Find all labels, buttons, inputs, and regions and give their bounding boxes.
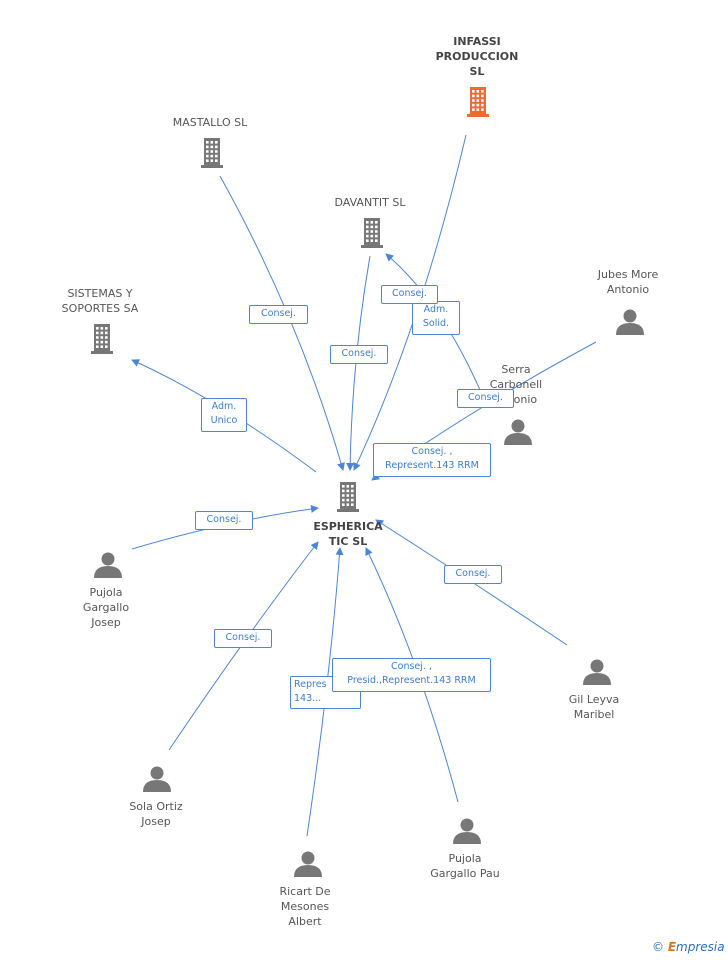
building-icon-sistemas[interactable] [91, 324, 113, 354]
edge-label-mastallo[interactable]: Consej. [249, 305, 308, 324]
node-sistemas-label[interactable]: SISTEMAS Y SOPORTES SA [61, 287, 139, 315]
node-jubes-label[interactable]: Jubes More Antonio [597, 268, 659, 296]
person-icon-sola[interactable] [143, 766, 171, 793]
brand-logo-letter: E [667, 940, 677, 954]
building-icon-davantit[interactable] [361, 218, 383, 248]
node-espherica-label[interactable]: ESPHERICA TIC SL [313, 520, 383, 548]
edge-label-sistemas[interactable]: Adm. Unico [201, 398, 247, 432]
person-icon-serra[interactable] [504, 419, 532, 446]
edge-label-sola[interactable]: Consej. [214, 629, 272, 648]
edge-label-infassi[interactable]: Consej. [381, 285, 438, 304]
edge-label-davantit-adm[interactable]: Adm. Solid. [412, 301, 460, 335]
edge-label-davantit-consej[interactable]: Consej. [330, 345, 388, 364]
person-icon-ricart[interactable] [294, 851, 322, 878]
node-davantit-label[interactable]: DAVANTIT SL [334, 196, 406, 209]
node-infassi-label[interactable]: INFASSI PRODUCCION SL [435, 35, 519, 78]
node-gil-label[interactable]: Gil Leyva Maribel [568, 693, 620, 721]
building-icon-espherica[interactable] [337, 482, 359, 512]
person-icon-pujola_josep[interactable] [94, 552, 122, 579]
person-icon-pujola_pau[interactable] [453, 818, 481, 845]
edge-label-pujola-josep[interactable]: Consej. [195, 511, 253, 530]
person-icon-jubes[interactable] [616, 309, 644, 336]
brand-logo-text: mpresia [676, 940, 725, 954]
edge-label-pujola-pau[interactable]: Consej. , Presid.,Represent.143 RRM [332, 658, 491, 692]
node-mastallo-label[interactable]: MASTALLO SL [172, 116, 248, 129]
copyright-symbol: © [652, 940, 664, 954]
edge-label-gil[interactable]: Consej. [444, 565, 502, 584]
empresia-brand[interactable]: © Empresia [652, 940, 725, 954]
node-pujola-josep-label[interactable]: Pujola Gargallo Josep [82, 586, 130, 629]
person-icon-gil[interactable] [583, 659, 611, 686]
node-pujola-pau-label[interactable]: Pujola Gargallo Pau [430, 852, 500, 880]
node-ricart-label[interactable]: Ricart De Mesones Albert [279, 885, 331, 928]
edge-label-serra[interactable]: Consej. [457, 389, 514, 408]
building-icon-mastallo[interactable] [201, 138, 223, 168]
edge-label-jubes[interactable]: Consej. , Represent.143 RRM [373, 443, 491, 477]
building-icon-infassi[interactable] [467, 87, 489, 117]
node-sola-label[interactable]: Sola Ortiz Josep [129, 800, 183, 828]
